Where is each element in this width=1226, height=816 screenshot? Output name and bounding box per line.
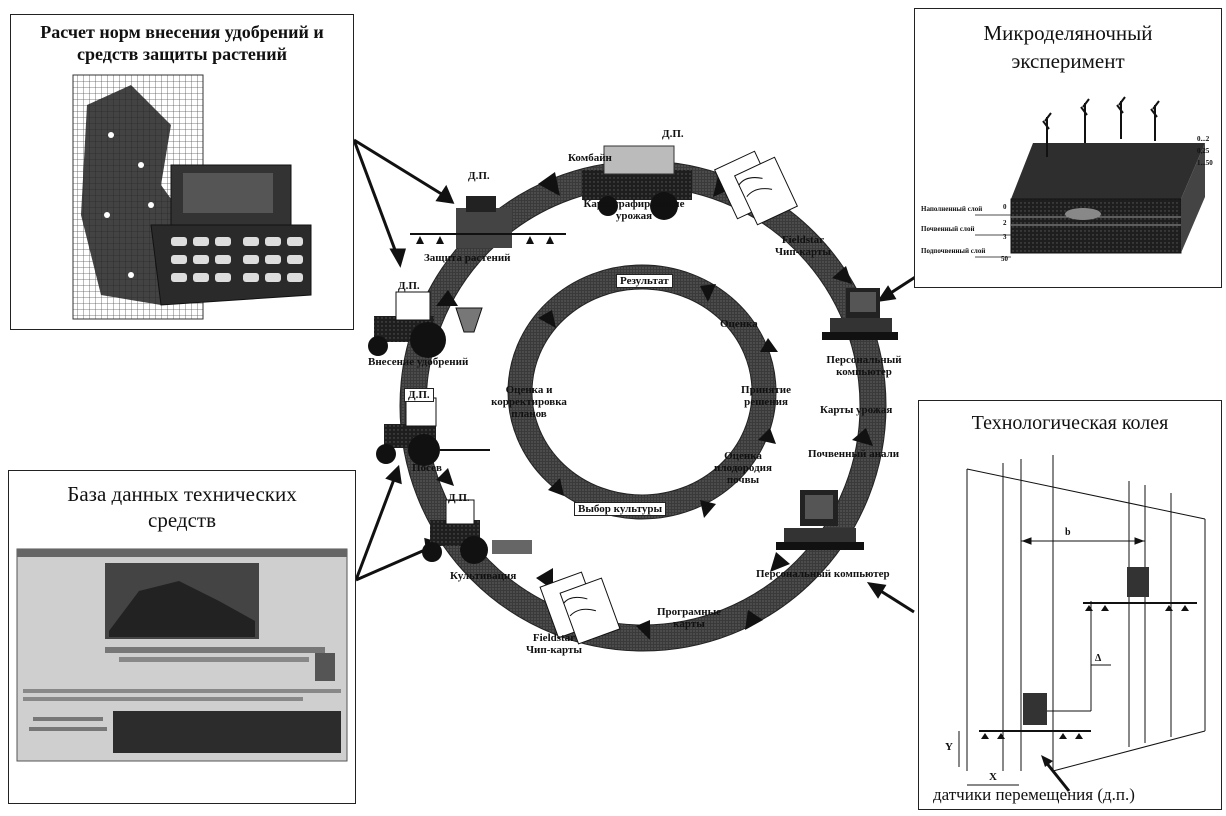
- soil-analysis-label: Почвенный анали: [808, 448, 899, 460]
- plant-protection-label: Защита растений: [424, 252, 511, 264]
- result-label: Результат: [616, 274, 673, 288]
- fertilizing-label: Внесение удобрений: [368, 356, 468, 368]
- dim-label-b: b: [1065, 527, 1071, 539]
- dp-label-sprayer: Д.П.: [468, 170, 490, 182]
- dp-label-cultivation: Д.П.: [448, 492, 470, 504]
- dp-label-combine: Д.П.: [662, 128, 684, 140]
- dp-label-sowing: Д.П.: [404, 388, 434, 402]
- cultivation-label: Культивация: [450, 570, 516, 582]
- dim-label-x: X: [989, 771, 997, 783]
- sensor-caption: датчики перемещения (д.п.): [933, 785, 1135, 805]
- dim-label-y: Y: [945, 741, 953, 753]
- tractor-icon-fertilizer: [368, 292, 482, 358]
- pc-label-bottom: Персональный компьютер: [756, 568, 890, 580]
- layer-label-1: Наполненный слой: [921, 203, 982, 215]
- track-layout-diagram: [919, 401, 1223, 811]
- layer-label-3: Подпочвенный слой: [921, 245, 985, 257]
- field-grid-controller-image: [11, 15, 355, 331]
- crop-choice-label: Выбор культуры: [574, 502, 666, 516]
- scale-label-2: 2: [1003, 217, 1007, 229]
- dim-label-delta: Δ: [1095, 653, 1101, 665]
- range-label-2: 0,25: [1197, 145, 1209, 157]
- scale-label-3: 3: [1003, 231, 1007, 243]
- combine-label: Комбайн: [568, 152, 612, 164]
- layer-label-2: Почвенный слой: [921, 223, 974, 235]
- scale-label-0: 0: [1003, 201, 1007, 213]
- tractor-icon-sowing: [376, 398, 490, 466]
- scale-label-50: 50: [1001, 253, 1008, 265]
- range-label-1: 0...2: [1197, 133, 1209, 145]
- database-screenshot-image: [9, 471, 357, 805]
- yield-maps-label: Карты урожая: [820, 404, 892, 416]
- assessment-label: Оценка: [720, 318, 758, 330]
- panel-technological-track: Технологическая колея: [918, 400, 1222, 810]
- range-label-3: 1...50: [1197, 157, 1213, 169]
- sowing-label: Посев: [412, 462, 442, 474]
- dp-label-fertilizer: Д.П.: [398, 280, 420, 292]
